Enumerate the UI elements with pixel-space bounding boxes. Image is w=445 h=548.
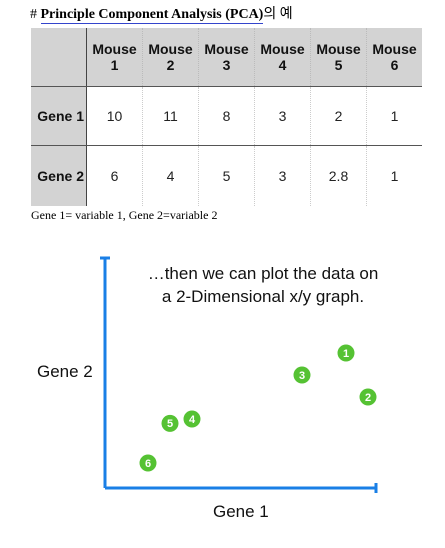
heading-suffix: 의 예	[263, 7, 293, 22]
row-header: Gene 2	[31, 145, 87, 206]
table-cell: 3	[254, 86, 311, 146]
x-axis-label: Gene 1	[213, 502, 269, 521]
heading-title: Principle Component Analysis (PCA)	[40, 7, 264, 24]
table-cell: 1	[366, 145, 422, 206]
graph-caption-line: …then we can plot the data on	[147, 264, 379, 283]
data-point	[359, 388, 377, 406]
data-point-label: 3	[299, 370, 305, 382]
data-point-label: 2	[365, 392, 371, 404]
data-point	[183, 410, 201, 428]
heading-prefix: #	[30, 7, 41, 22]
table-cell: 10	[86, 86, 143, 146]
column-header: Mouse 1	[86, 28, 143, 87]
data-point-label: 4	[189, 414, 196, 426]
table-cell: 5	[198, 145, 255, 206]
graph-caption: …then we can plot the data on a 2-Dimens…	[118, 262, 408, 308]
column-header: Mouse 4	[254, 28, 311, 87]
table-cell: 1	[366, 86, 422, 146]
column-header: Mouse 2	[142, 28, 199, 87]
column-header: Mouse 3	[198, 28, 255, 87]
table-header-row: Mouse 1 Mouse 2 Mouse 3 Mouse 4 Mouse 5 …	[31, 28, 422, 87]
table-corner	[31, 28, 87, 87]
data-point	[293, 366, 311, 384]
page-heading: # Principle Component Analysis (PCA)의 예	[30, 3, 293, 24]
table-cell: 11	[142, 86, 199, 146]
table-cell: 2	[310, 86, 367, 146]
table-cell: 8	[198, 86, 255, 146]
table-cell: 2.8	[310, 145, 367, 206]
data-point-label: 6	[145, 458, 151, 470]
y-axis-label: Gene 2	[37, 362, 93, 381]
data-point-label: 5	[167, 418, 173, 430]
table-cell: 3	[254, 145, 311, 206]
data-table: Mouse 1 Mouse 2 Mouse 3 Mouse 4 Mouse 5 …	[31, 28, 422, 206]
table-cell: 4	[142, 145, 199, 206]
column-header: Mouse 6	[366, 28, 422, 87]
data-point-label: 1	[343, 348, 349, 360]
data-point	[161, 414, 179, 432]
table-row: Gene 1 10 11 8 3 2 1	[31, 86, 422, 146]
row-header: Gene 1	[31, 86, 87, 146]
graph-caption-line: a 2-Dimensional x/y graph.	[161, 287, 365, 306]
data-point	[139, 454, 157, 472]
variable-note: Gene 1= variable 1, Gene 2=variable 2	[31, 208, 218, 222]
data-point	[337, 344, 355, 362]
table-cell: 6	[86, 145, 143, 206]
table-row: Gene 2 6 4 5 3 2.8 1	[31, 145, 422, 206]
column-header: Mouse 5	[310, 28, 367, 87]
